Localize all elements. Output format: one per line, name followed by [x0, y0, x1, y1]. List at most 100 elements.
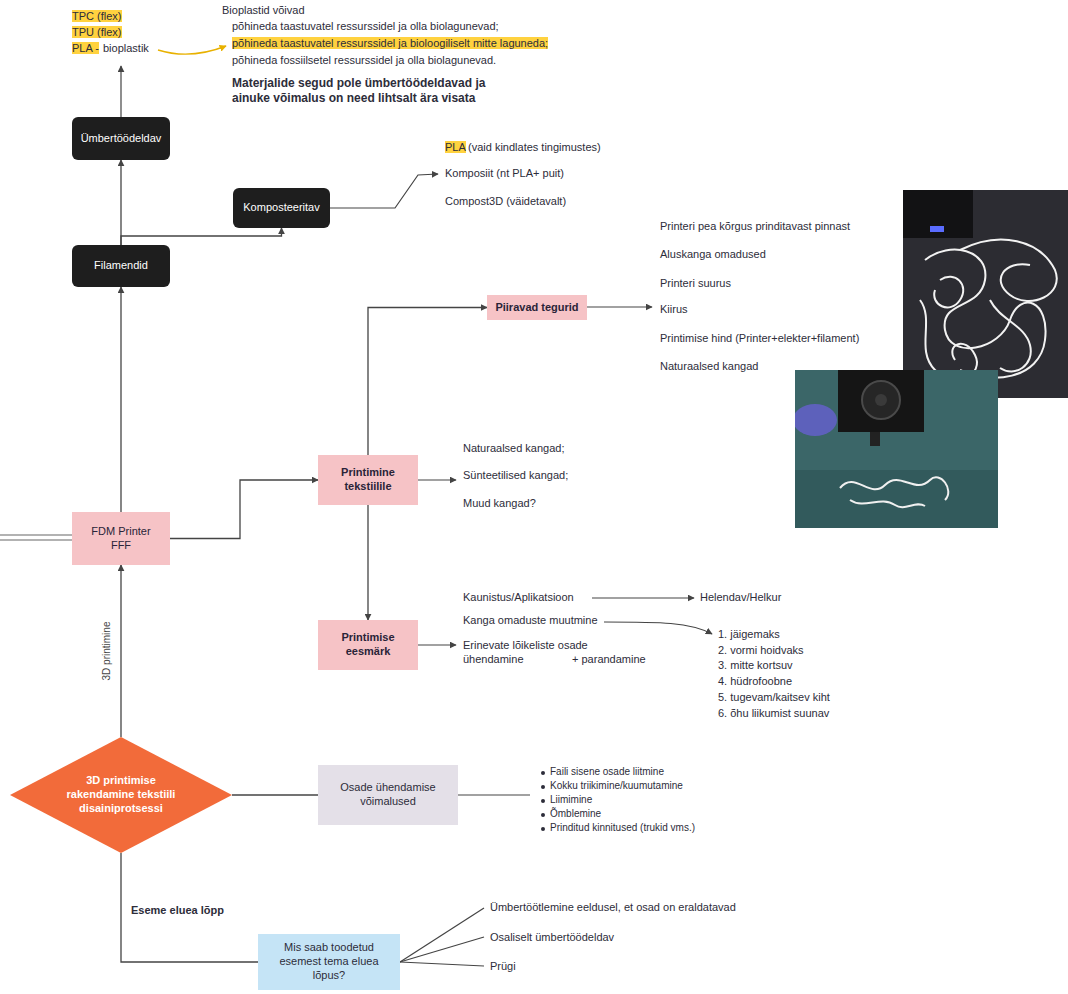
note-label: 1. jäigemaks [718, 628, 780, 642]
note-label: Compost3D (väidetavalt) [445, 195, 566, 209]
label-text: Kiirus [660, 303, 688, 315]
connector [120, 160, 121, 245]
label-text: Materjalide segud pole ümbertöödeldavad … [232, 76, 485, 105]
label-text: Ümbertöötlemine eeldusel, et osad on era… [490, 901, 736, 913]
note-label: 2. vormi hoidvaks [718, 644, 804, 658]
photo-printer-head [795, 370, 998, 528]
note-label: põhineda taastuvatel ressurssidel ja bio… [232, 37, 548, 51]
label-text: Naturaalsed kangad; [463, 442, 565, 454]
label-text: Liimimine [550, 794, 592, 805]
note-label: 5. tugevam/kaitsev kiht [718, 691, 830, 705]
note-label: Kanga omaduste muutmine [463, 614, 598, 628]
label-text: 5. tugevam/kaitsev kiht [718, 691, 830, 703]
label-text: 3. mitte kortsuv [718, 659, 793, 671]
label-text: Kanga omaduste muutmine [463, 614, 598, 626]
bullet-item: Kokku triikimine/kuumutamine [550, 780, 683, 793]
note-label: Printeri pea kõrgus prinditavast pinnast [660, 220, 850, 234]
label-text: TPU (flex) [72, 26, 122, 38]
note-label: Osaliselt ümbertöödeldav [490, 931, 614, 945]
leader-arrow [418, 479, 456, 480]
label-text: Aluskanga omadused [660, 248, 766, 260]
note-label: Printimise hind (Printer+elekter+filamen… [660, 332, 859, 346]
note-label: Materjalide segud pole ümbertöödeldavad … [232, 76, 502, 106]
connector [121, 853, 258, 962]
leader-line [400, 937, 484, 962]
question-box: Mis saab toodetud esemest tema eluea lõp… [258, 934, 400, 990]
connector [170, 480, 318, 539]
note-label: Prügi [490, 960, 516, 974]
process-box: Piiravad tegurid [487, 295, 587, 320]
label-text: põhineda taastuvatel ressurssidel ja bio… [232, 37, 548, 49]
material-box: Ümbertöödeldav [72, 117, 170, 160]
label-text: Helendav/Helkur [700, 591, 781, 603]
note-label: Kaunistus/Aplikatsioon [463, 591, 574, 605]
bullet-item: Liimimine [550, 794, 592, 807]
label-text: Kaunistus/Aplikatsioon [463, 591, 574, 603]
note-label: bioplastik [103, 42, 149, 56]
label-text: 6. õhu liikumist suunav [718, 707, 829, 719]
label-text: Sünteetilised kangad; [463, 469, 568, 481]
note-label: Naturaalsed kangad [660, 360, 758, 374]
label-text: 4. hüdrofoobne [718, 675, 792, 687]
label-text: PLA [445, 141, 466, 153]
label-text: Printeri pea kõrgus prinditavast pinnast [660, 220, 850, 232]
label-text: Naturaalsed kangad [660, 360, 758, 372]
leader-line [400, 962, 484, 966]
note-label: TPU (flex) [72, 26, 122, 40]
material-box: Komposteeritav [233, 188, 330, 228]
process-box: Printimise eesmärk [318, 620, 418, 670]
note-label: Muud kangad? [463, 497, 536, 511]
node-text: Piiravad tegurid [495, 301, 578, 315]
photo-print-on-fabric [903, 190, 1068, 398]
connector [232, 794, 318, 795]
leader-line [458, 794, 530, 795]
bullet-item: Õmblemine [550, 808, 601, 821]
note-label: TPC (flex) [72, 10, 122, 24]
node-text: FFF [111, 539, 131, 553]
note-label: Helendav/Helkur [700, 591, 781, 605]
label-text: Muud kangad? [463, 497, 536, 509]
node-text: FDM Printer [91, 525, 150, 539]
label-text: Prügi [490, 960, 516, 972]
process-box: FDM PrinterFFF [72, 512, 170, 565]
label-text: Prinditud kinnitused (trukid vms.) [550, 822, 695, 833]
node-text: 3D printimise rakendamine tekstiili disa… [62, 774, 180, 815]
label-text: Erinevate lõikeliste osade ühendamine [463, 639, 588, 665]
label-text: Printeri suurus [660, 277, 731, 289]
note-label: 6. õhu liikumist suunav [718, 707, 829, 721]
note-label: Aluskanga omadused [660, 248, 766, 262]
note-label: 4. hüdrofoobne [718, 675, 792, 689]
leader-arrow [120, 66, 121, 117]
node-text: Osade ühendamise võimalused [324, 781, 452, 809]
decision-diamond: 3D printimise rakendamine tekstiili disa… [10, 737, 232, 853]
label-text: Osaliselt ümbertöödeldav [490, 931, 614, 943]
label-text: põhineda taastuvatel ressurssidel ja oll… [232, 20, 499, 32]
node-text: Printimise eesmärk [324, 631, 412, 659]
leader-arrow [418, 644, 456, 645]
leader-line [400, 908, 484, 962]
connector [368, 308, 487, 456]
note-label: Printeri suurus [660, 277, 731, 291]
bullet-dot [541, 799, 545, 803]
connector [367, 505, 368, 620]
leader-arrow [587, 306, 652, 307]
input-line [0, 535, 72, 540]
note-label: Naturaalsed kangad; [463, 442, 565, 456]
note-label: 3. mitte kortsuv [718, 659, 793, 673]
node-text: Filamendid [94, 259, 148, 273]
process-box: Printimine tekstiilile [318, 455, 418, 505]
node-text: Komposteeritav [243, 201, 319, 215]
leader-arrow [604, 622, 712, 634]
material-box: Filamendid [72, 245, 170, 287]
bullet-dot [541, 827, 545, 831]
bullet-dot [541, 771, 545, 775]
label-text: Kokku triikimine/kuumutamine [550, 780, 683, 791]
node-text: Ümbertöödeldav [81, 132, 162, 146]
label-text: (vaid kindlates tingimustes) [468, 141, 601, 153]
label-text: PLA - [72, 42, 99, 54]
label-text: TPC (flex) [72, 10, 122, 22]
bullet-dot [541, 813, 545, 817]
label-text: Printimise hind (Printer+elekter+filamen… [660, 332, 859, 344]
bullet-item: Faili sisene osade liitmine [550, 766, 664, 779]
